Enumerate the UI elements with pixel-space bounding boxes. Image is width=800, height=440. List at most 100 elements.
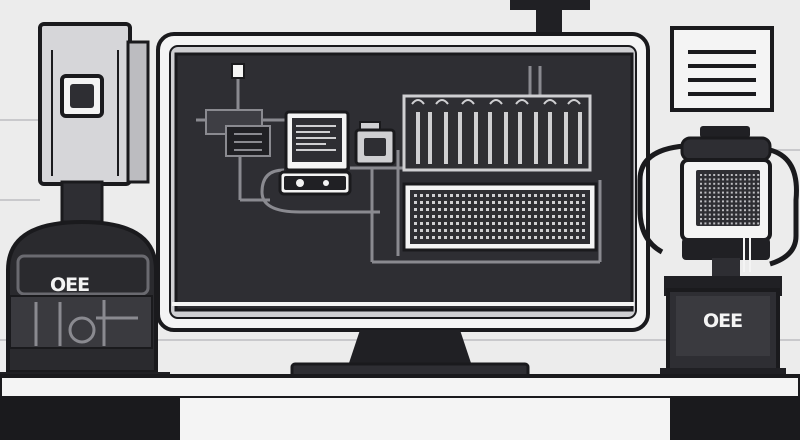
dot — [450, 236, 453, 239]
dot — [730, 213, 733, 216]
dot — [744, 191, 746, 194]
dot — [462, 229, 465, 232]
dot — [474, 201, 477, 204]
dot — [468, 229, 471, 232]
dot — [456, 194, 459, 197]
dot — [558, 208, 561, 211]
dot — [700, 200, 702, 203]
dot — [704, 200, 707, 203]
dot — [582, 222, 585, 225]
dot — [522, 215, 525, 218]
dot — [486, 229, 489, 232]
dot — [486, 215, 489, 218]
dot — [516, 222, 519, 225]
dot — [717, 182, 720, 185]
dot — [516, 229, 519, 232]
dot — [582, 236, 585, 239]
dot — [704, 209, 707, 212]
dot — [757, 209, 760, 212]
info-card — [670, 26, 774, 112]
dot — [468, 201, 471, 204]
dot — [726, 222, 729, 225]
dot — [576, 215, 579, 218]
dot — [752, 209, 755, 212]
dot — [744, 187, 746, 190]
dot — [757, 191, 760, 194]
dot — [432, 208, 435, 211]
dot — [726, 204, 729, 207]
dot — [444, 201, 447, 204]
dot — [744, 222, 746, 225]
dot — [735, 187, 738, 190]
dot — [739, 187, 742, 190]
dot — [752, 222, 755, 225]
dot — [420, 215, 423, 218]
dot — [516, 201, 519, 204]
dot — [438, 201, 441, 204]
dot — [757, 222, 760, 225]
dot — [528, 201, 531, 204]
dot — [582, 208, 585, 211]
dot — [468, 236, 471, 239]
dot — [528, 215, 531, 218]
dot — [704, 174, 707, 176]
left-tank-label: OEE — [50, 274, 90, 296]
dot — [534, 229, 537, 232]
dot — [444, 215, 447, 218]
dot — [717, 191, 720, 194]
dot — [752, 204, 755, 207]
dot — [492, 236, 495, 239]
dot — [708, 204, 711, 207]
dot — [570, 194, 573, 197]
dot — [722, 182, 724, 185]
dot — [456, 201, 459, 204]
dot — [744, 174, 746, 176]
dot — [735, 213, 738, 216]
dot — [726, 196, 729, 198]
dot — [480, 222, 483, 225]
dot — [474, 208, 477, 211]
dot — [432, 215, 435, 218]
dot — [534, 201, 537, 204]
dot — [510, 194, 513, 197]
dot — [713, 200, 716, 203]
dot — [735, 209, 738, 212]
dot — [468, 194, 471, 197]
dot — [748, 218, 751, 220]
dot — [704, 196, 707, 198]
dot — [444, 236, 447, 239]
dot — [528, 229, 531, 232]
dot — [752, 178, 755, 181]
dot — [498, 222, 501, 225]
dot — [722, 213, 724, 216]
dot — [730, 196, 733, 198]
dot — [735, 182, 738, 185]
dot — [576, 201, 579, 204]
dot — [744, 196, 746, 198]
dot — [722, 200, 724, 203]
dot — [735, 196, 738, 198]
dot — [713, 182, 716, 185]
dot — [474, 215, 477, 218]
dot — [444, 194, 447, 197]
dot — [735, 200, 738, 203]
dot — [726, 218, 729, 220]
dot — [704, 222, 707, 225]
dot — [713, 174, 716, 176]
dot — [420, 201, 423, 204]
dot — [752, 200, 755, 203]
dot — [552, 229, 555, 232]
dot — [708, 174, 711, 176]
dot — [540, 222, 543, 225]
dot — [717, 213, 720, 216]
dot — [735, 191, 738, 194]
dot — [522, 222, 525, 225]
dot — [510, 222, 513, 225]
dot — [576, 194, 579, 197]
dot — [730, 187, 733, 190]
dot — [426, 236, 429, 239]
screen-diagram — [196, 63, 602, 264]
dot — [492, 229, 495, 232]
dot — [726, 209, 729, 212]
dot — [757, 213, 760, 216]
